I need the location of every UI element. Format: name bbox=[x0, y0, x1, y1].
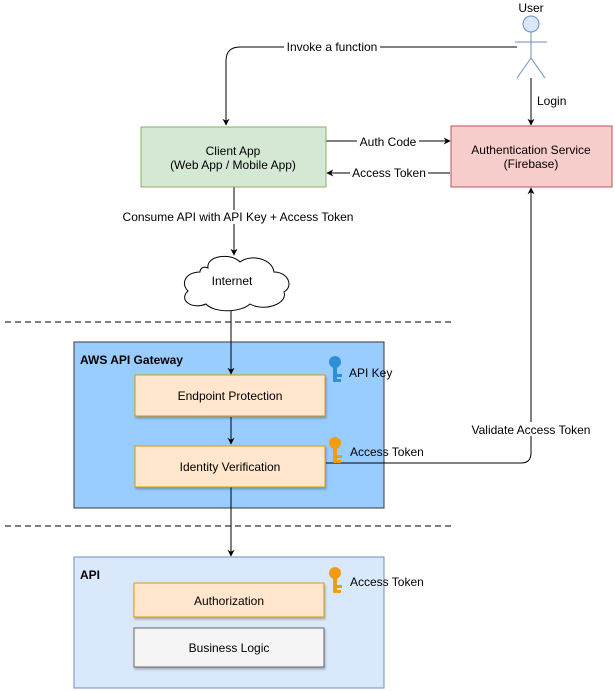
user-actor: User bbox=[515, 1, 547, 79]
edge-label-invoke: Invoke a function bbox=[287, 40, 378, 54]
client-app-subtitle: (Web App / Mobile App) bbox=[170, 158, 296, 172]
edge-label-auth-code: Auth Code bbox=[360, 135, 417, 149]
edge-label-login: Login bbox=[537, 94, 566, 108]
identity-verification-label: Identity Verification bbox=[180, 460, 281, 474]
api-access-token-label: Access Token bbox=[350, 575, 424, 589]
business-logic-label: Business Logic bbox=[189, 641, 270, 655]
authorization-label: Authorization bbox=[194, 594, 264, 608]
business-logic-node: Business Logic bbox=[133, 627, 325, 668]
edge-label-consume: Consume API with API Key + Access Token bbox=[123, 210, 354, 224]
endpoint-protection-label: Endpoint Protection bbox=[178, 389, 283, 403]
api-title: API bbox=[80, 568, 100, 582]
authorization-node: Authorization bbox=[133, 582, 325, 618]
api-key-label: API Key bbox=[349, 366, 392, 380]
user-head bbox=[522, 15, 540, 33]
internet-label: Internet bbox=[212, 274, 253, 288]
gateway-access-token-label: Access Token bbox=[350, 445, 424, 459]
edge-label-validate: Validate Access Token bbox=[472, 423, 591, 437]
endpoint-protection-node: Endpoint Protection bbox=[134, 374, 326, 417]
internet-cloud-node: Internet bbox=[184, 255, 290, 312]
client-app-title: Client App bbox=[206, 144, 261, 158]
client-app-node: Client App (Web App / Mobile App) bbox=[140, 126, 327, 188]
cloud-icon bbox=[184, 255, 290, 312]
identity-verification-node: Identity Verification bbox=[134, 445, 326, 488]
auth-service-title: Authentication Service bbox=[471, 143, 591, 157]
edge-invoke-function bbox=[222, 46, 517, 126]
edge-validate-token bbox=[326, 187, 535, 464]
auth-service-node: Authentication Service (Firebase) bbox=[450, 125, 613, 188]
edge-label-access-token: Access Token bbox=[352, 166, 426, 180]
auth-service-subtitle: (Firebase) bbox=[504, 157, 559, 171]
user-label: User bbox=[518, 1, 543, 15]
gateway-title: AWS API Gateway bbox=[80, 353, 183, 367]
